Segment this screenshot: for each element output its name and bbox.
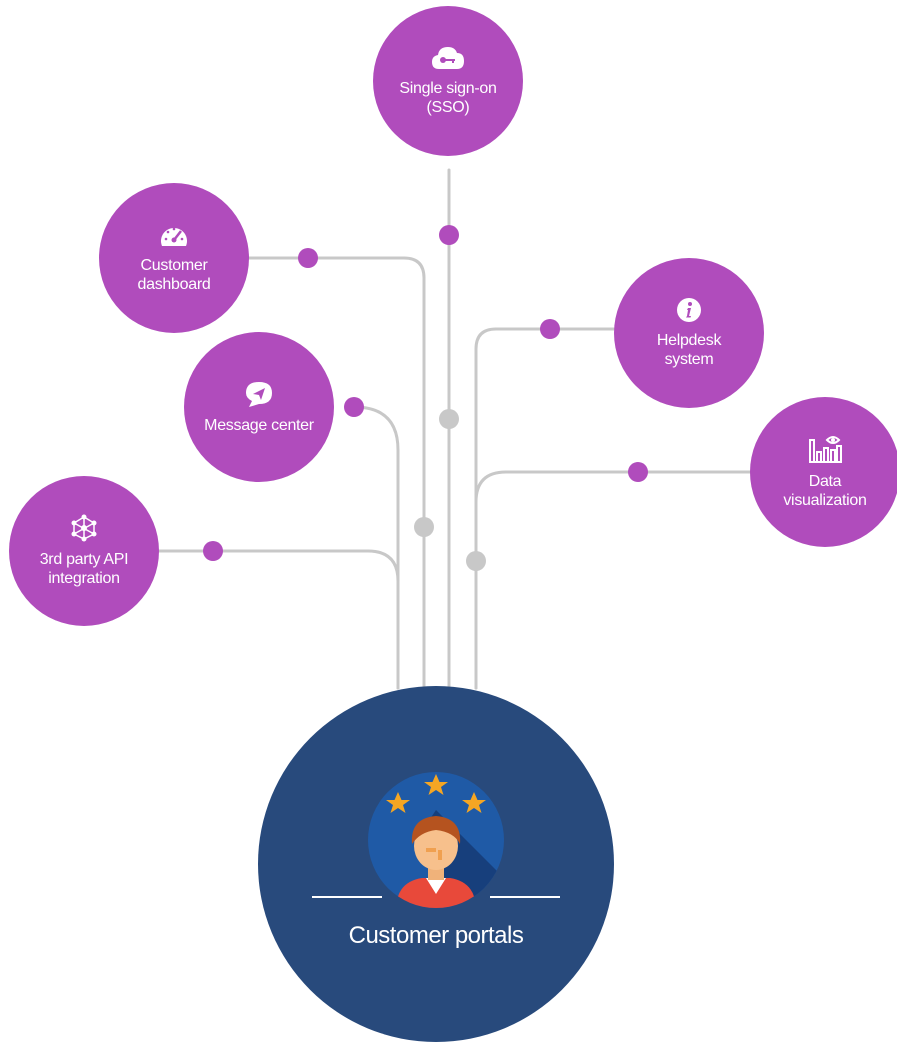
endpoint-dot-api — [203, 541, 223, 561]
node-helpdesk-system: Helpdesk system — [614, 258, 764, 408]
divider-right — [490, 896, 560, 898]
endpoint-dot-dashboard — [298, 248, 318, 268]
info-icon — [677, 298, 701, 322]
paper-plane-icon — [246, 381, 272, 407]
node-single-sign-on: Single sign-on (SSO) — [373, 6, 523, 156]
node-label: Helpdesk system — [656, 332, 722, 368]
endpoint-dot-dataviz — [628, 462, 648, 482]
chart-eye-icon — [809, 436, 842, 463]
node-label: Message center — [204, 416, 314, 434]
connector-message — [352, 405, 400, 690]
connector-dashboard — [246, 256, 426, 690]
cloud-key-icon — [432, 47, 464, 69]
junction-dot — [439, 409, 459, 429]
connector-helpdesk — [474, 327, 616, 690]
divider-left — [312, 896, 382, 898]
network-icon — [71, 514, 97, 542]
endpoint-dot-message — [344, 397, 364, 417]
node-message-center: Message center — [184, 332, 334, 482]
node-label: 3rd party API integration — [39, 551, 129, 587]
endpoint-dot-helpdesk — [540, 319, 560, 339]
speedometer-icon — [161, 227, 187, 246]
center-customer-portals: Customer portals — [258, 686, 614, 1042]
junction-dot — [414, 517, 434, 537]
endpoint-dot-sso — [439, 225, 459, 245]
junction-dot — [466, 551, 486, 571]
node-label: Data visualization — [783, 473, 867, 509]
center-title: Customer portals — [348, 922, 524, 949]
node-label: Customer dashboard — [137, 257, 211, 293]
customer-rating-avatar-icon — [368, 772, 504, 908]
connector-dataviz — [474, 470, 752, 690]
node-customer-dashboard: Customer dashboard — [99, 183, 249, 333]
node-api-integration: 3rd party API integration — [9, 476, 159, 626]
node-label: Single sign-on (SSO) — [399, 80, 497, 116]
connector-api — [156, 549, 400, 690]
node-data-visualization: Data visualization — [750, 397, 897, 547]
